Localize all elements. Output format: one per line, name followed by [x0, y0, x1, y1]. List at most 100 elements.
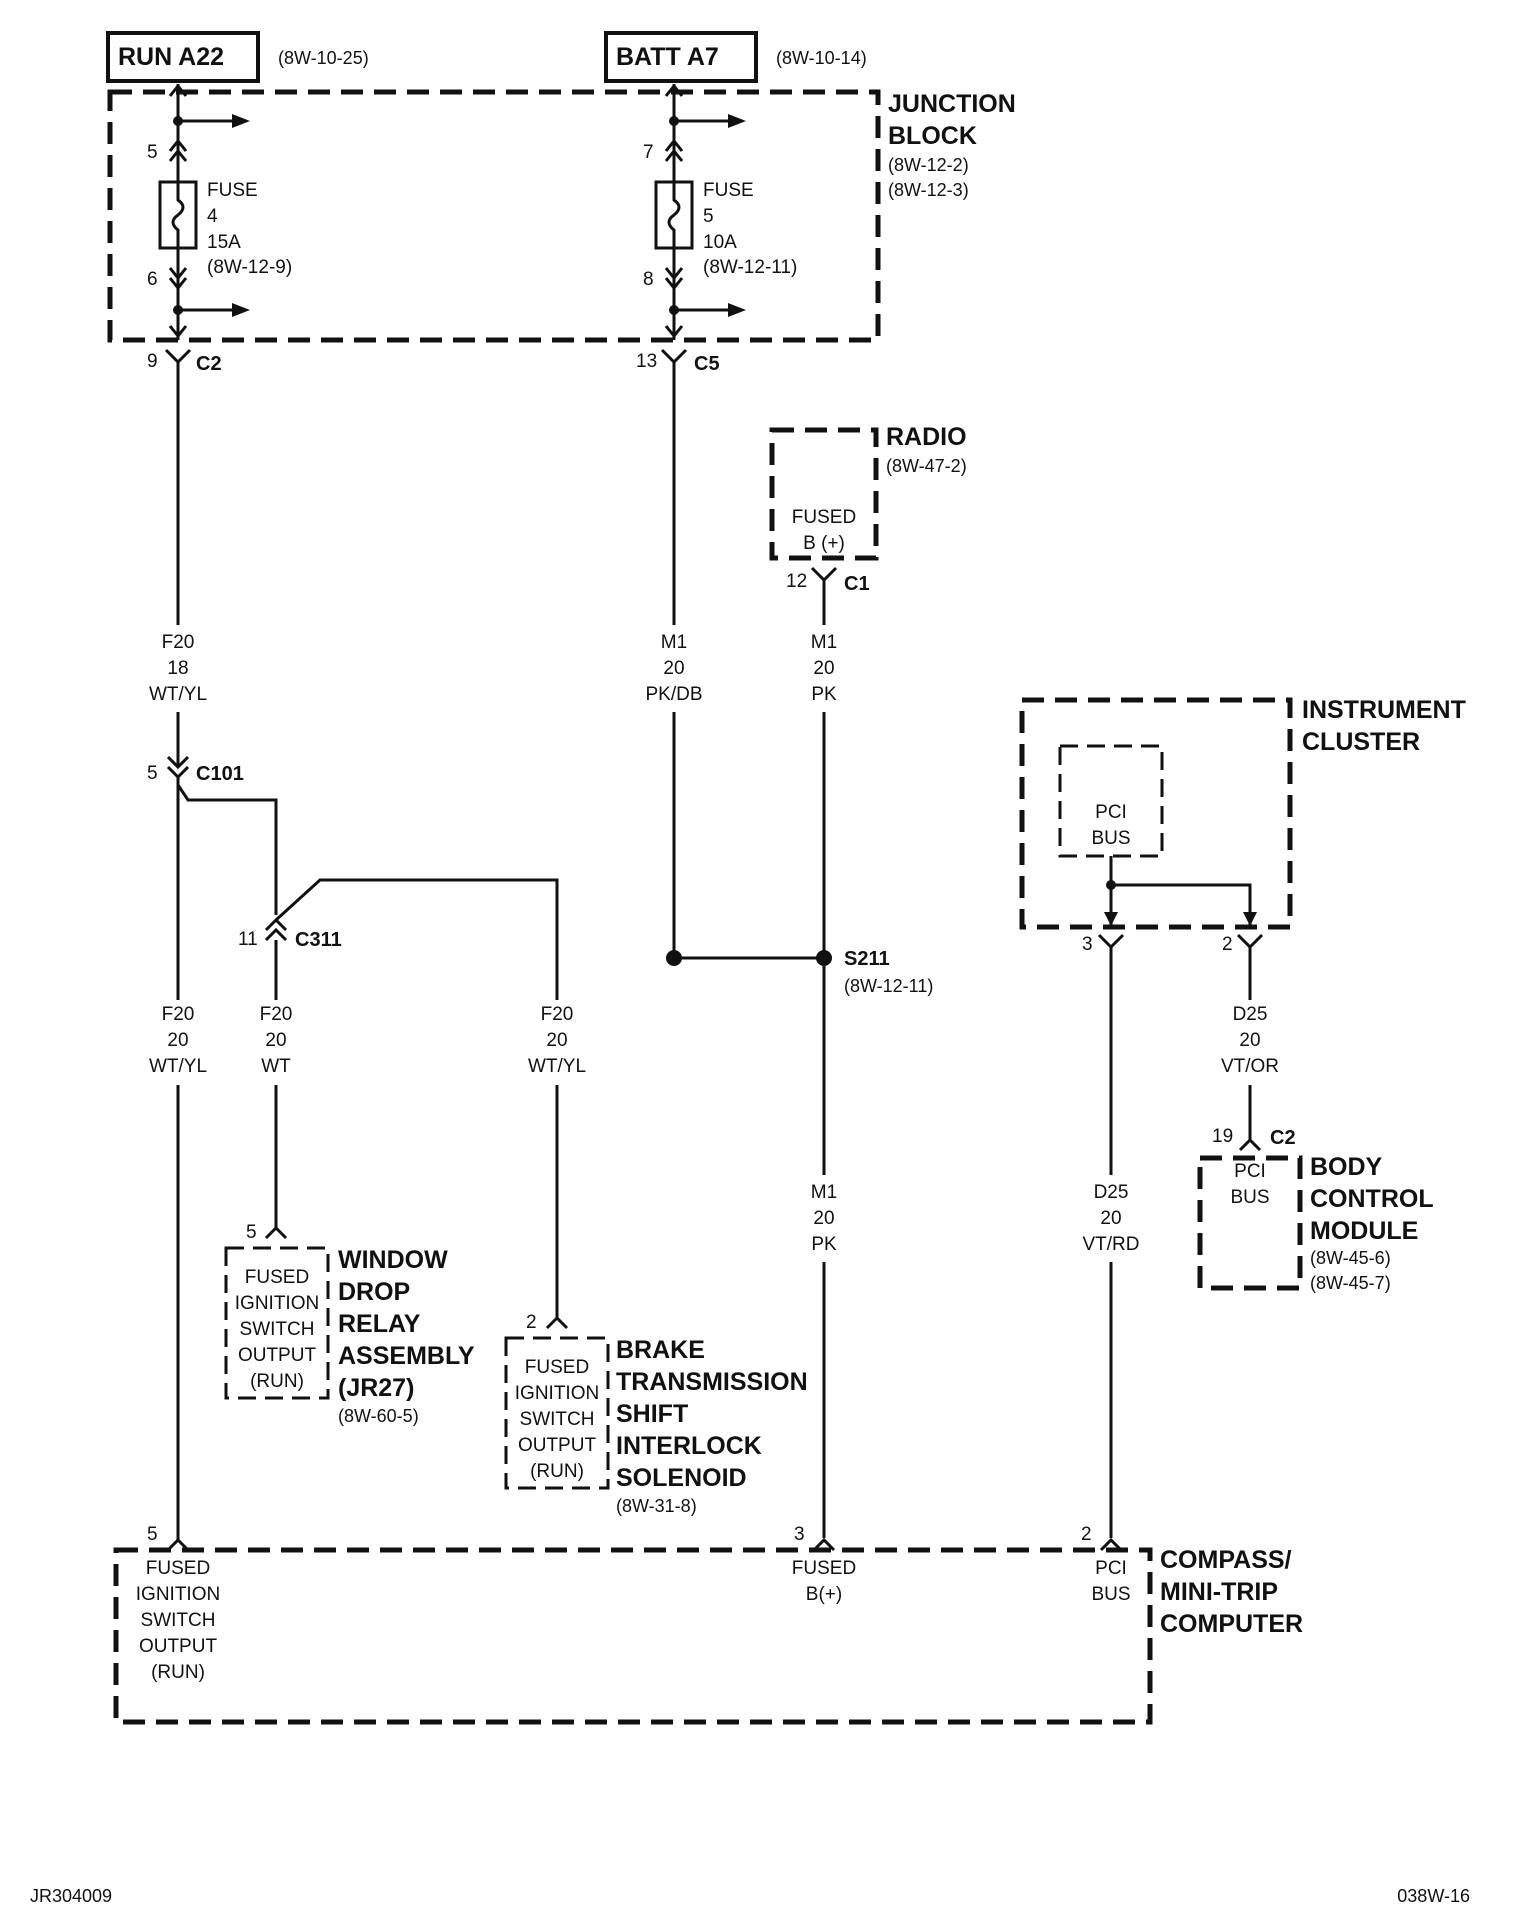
run-a22-source: RUN A22 (8W-10-25) — [106, 31, 369, 83]
instrument-cluster-title2: CLUSTER — [1302, 728, 1420, 756]
connector-c311-name: C311 — [295, 929, 342, 951]
compass-pin-right: 2 — [1081, 1524, 1092, 1545]
wire-circuit: M1 — [811, 632, 837, 653]
connector-c2-jb: 9 C2 — [147, 348, 222, 375]
splice-s211-name: S211 — [844, 948, 890, 970]
wire-gauge: 20 — [813, 658, 834, 679]
wire-gauge: 20 — [265, 1030, 286, 1051]
fuse-4-pin-top: 5 — [147, 142, 158, 163]
run-a22-ref: (8W-10-25) — [278, 48, 369, 68]
btsi-pin: 2 — [526, 1312, 537, 1333]
bcm-title: CONTROL — [1310, 1185, 1434, 1213]
bcm-title: MODULE — [1310, 1217, 1418, 1245]
window-drop-relay: 5 FUSED IGNITION SWITCH OUTPUT (RUN) WIN… — [224, 1222, 475, 1426]
wire-color: PK/DB — [645, 684, 702, 705]
window-relay-title: DROP — [338, 1278, 410, 1306]
btsi-line: OUTPUT — [518, 1435, 597, 1456]
fuse-4: 5 FUSE 4 15A (8W-12-9) 6 — [147, 83, 292, 340]
compass-left-line: IGNITION — [136, 1584, 220, 1605]
window-relay-line: IGNITION — [235, 1293, 319, 1314]
instrument-cluster-inner2: BUS — [1091, 828, 1130, 849]
wire-gauge: 20 — [663, 658, 684, 679]
fuse-5-ref: (8W-12-11) — [703, 257, 797, 278]
wire-label-d25-vtrd: D25 20 VT/RD — [1083, 1182, 1140, 1255]
window-relay-line: OUTPUT — [238, 1345, 317, 1366]
btsi-line: FUSED — [525, 1357, 589, 1378]
radio-line1: FUSED — [792, 507, 856, 528]
connector-c101-pin: 5 — [147, 763, 158, 784]
wire-gauge: 20 — [1100, 1208, 1121, 1229]
fuse-4-ref: (8W-12-9) — [207, 257, 292, 278]
wire-circuit: F20 — [541, 1004, 574, 1025]
compass-mid-line: FUSED — [792, 1558, 856, 1579]
fuse-4-number: 4 — [207, 206, 218, 227]
bcm-ref1: (8W-45-6) — [1310, 1248, 1391, 1268]
compass-mini-trip-computer: COMPASS/ MINI-TRIP COMPUTER 5 FUSED IGNI… — [113, 1524, 1303, 1725]
wire-color: WT/YL — [528, 1056, 586, 1077]
wire-circuit: F20 — [260, 1004, 293, 1025]
fuse-4-rating: 15A — [207, 232, 241, 253]
connector-c5: 13 C5 — [636, 348, 720, 375]
instrument-cluster: INSTRUMENT CLUSTER PCI BUS 3 2 — [1019, 696, 1466, 955]
btsi-title: BRAKE — [616, 1336, 705, 1364]
compass-left-line: SWITCH — [141, 1610, 216, 1631]
radio-pin: 12 — [786, 571, 807, 592]
connector-c311: 11 C311 — [238, 917, 342, 951]
instrument-cluster-pin-left: 3 — [1082, 934, 1093, 955]
wire-circuit: F20 — [162, 1004, 195, 1025]
btsi-line: SWITCH — [520, 1409, 595, 1430]
body-control-module: 19 C2 PCI BUS BODY CONTROL MODULE (8W-45… — [1197, 1126, 1434, 1293]
batt-a7-ref: (8W-10-14) — [776, 48, 867, 68]
radio-ref: (8W-47-2) — [886, 456, 967, 476]
wire-label-f20-20-right: F20 20 WT/YL — [528, 1004, 586, 1077]
splice-s211: S211 (8W-12-11) — [816, 948, 933, 996]
wire-color: WT — [261, 1056, 291, 1077]
junction-block-ref1: (8W-12-2) — [888, 155, 969, 175]
wire-label-f20-20-left: F20 20 WT/YL — [149, 1004, 207, 1077]
footer-right-code: 038W-16 — [1397, 1886, 1470, 1906]
wire-gauge: 18 — [167, 658, 188, 679]
wire-gauge: 20 — [546, 1030, 567, 1051]
radio-line2: B (+) — [803, 533, 845, 554]
bcm-ref2: (8W-45-7) — [1310, 1273, 1391, 1293]
wire-color: VT/OR — [1221, 1056, 1279, 1077]
window-relay-title: (JR27) — [338, 1374, 414, 1402]
wire-circuit: M1 — [811, 1182, 837, 1203]
btsi-solenoid: 2 FUSED IGNITION SWITCH OUTPUT (RUN) BRA… — [504, 1312, 808, 1516]
compass-title: COMPUTER — [1160, 1610, 1303, 1638]
btsi-line: (RUN) — [530, 1461, 584, 1482]
wire-color: PK — [811, 684, 837, 705]
bcm-pin: 19 — [1212, 1126, 1233, 1147]
window-relay-line: FUSED — [245, 1267, 309, 1288]
wire-label-d25-vtor: D25 20 VT/OR — [1221, 1004, 1279, 1077]
btsi-line: IGNITION — [515, 1383, 599, 1404]
window-relay-title: ASSEMBLY — [338, 1342, 475, 1370]
wire-gauge: 20 — [1239, 1030, 1260, 1051]
compass-title: MINI-TRIP — [1160, 1578, 1278, 1606]
junction-block-title2: BLOCK — [888, 122, 977, 150]
compass-left-line: (RUN) — [151, 1662, 205, 1683]
compass-pin-mid: 3 — [794, 1524, 805, 1545]
btsi-title: SOLENOID — [616, 1464, 747, 1492]
compass-title: COMPASS/ — [1160, 1546, 1292, 1574]
connector-c101-name: C101 — [196, 763, 244, 785]
window-relay-line: SWITCH — [240, 1319, 315, 1340]
compass-mid-line: B(+) — [806, 1584, 842, 1605]
wire-label-m1-pk-bottom: M1 20 PK — [811, 1182, 837, 1255]
compass-left-line: OUTPUT — [139, 1636, 218, 1657]
window-relay-line: (RUN) — [250, 1371, 304, 1392]
instrument-cluster-title1: INSTRUMENT — [1302, 696, 1466, 724]
window-relay-pin: 5 — [246, 1222, 257, 1243]
junction-block-title1: JUNCTION — [888, 90, 1016, 118]
junction-block-ref2: (8W-12-3) — [888, 180, 969, 200]
connector-c5-name: C5 — [694, 353, 720, 375]
bcm-conn: C2 — [1270, 1127, 1296, 1149]
radio-title: RADIO — [886, 423, 967, 451]
fuse-5-rating: 10A — [703, 232, 737, 253]
footer-left-code: JR304009 — [30, 1886, 112, 1906]
btsi-ref: (8W-31-8) — [616, 1496, 697, 1516]
bcm-inner1: PCI — [1234, 1161, 1266, 1182]
splice-s211-ref: (8W-12-11) — [844, 976, 933, 996]
wire-color: WT/YL — [149, 1056, 207, 1077]
